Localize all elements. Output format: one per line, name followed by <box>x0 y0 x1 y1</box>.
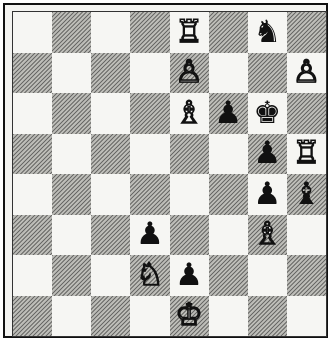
white-rook-e8-icon: ♖ <box>170 12 209 53</box>
square-f1 <box>209 296 248 337</box>
square-g7 <box>248 53 287 94</box>
square-h6 <box>287 93 326 134</box>
square-c2 <box>91 255 130 296</box>
chess-diagram: ♖♞♙♙♗♟♚♟♖♟♝♟♗♘♟♔ <box>3 3 328 338</box>
square-g2 <box>248 255 287 296</box>
black-pawn-g4-icon: ♟ <box>248 174 287 215</box>
square-b5 <box>52 134 91 175</box>
square-a3 <box>13 215 52 256</box>
square-b3 <box>52 215 91 256</box>
square-a5 <box>13 134 52 175</box>
square-c7 <box>91 53 130 94</box>
square-d8 <box>130 12 169 53</box>
black-pawn-d3-icon: ♟ <box>130 215 169 256</box>
square-b4 <box>52 174 91 215</box>
square-c4 <box>91 174 130 215</box>
chess-board: ♖♞♙♙♗♟♚♟♖♟♝♟♗♘♟♔ <box>12 11 327 337</box>
square-f5 <box>209 134 248 175</box>
square-e3 <box>170 215 209 256</box>
square-d7 <box>130 53 169 94</box>
black-king-g6-icon: ♚ <box>248 93 287 134</box>
square-a4 <box>13 174 52 215</box>
square-f2 <box>209 255 248 296</box>
square-a2 <box>13 255 52 296</box>
square-b2 <box>52 255 91 296</box>
square-b8 <box>52 12 91 53</box>
square-h3 <box>287 215 326 256</box>
square-b7 <box>52 53 91 94</box>
square-f4 <box>209 174 248 215</box>
square-h8 <box>287 12 326 53</box>
black-pawn-g5-icon: ♟ <box>248 134 287 175</box>
square-b6 <box>52 93 91 134</box>
square-b1 <box>52 296 91 337</box>
square-h1 <box>287 296 326 337</box>
white-bishop-g3-icon: ♗ <box>248 215 287 256</box>
square-a1 <box>13 296 52 337</box>
white-pawn-e7-icon: ♙ <box>170 53 209 94</box>
square-c6 <box>91 93 130 134</box>
square-h2 <box>287 255 326 296</box>
square-g1 <box>248 296 287 337</box>
square-d1 <box>130 296 169 337</box>
square-d4 <box>130 174 169 215</box>
square-f8 <box>209 12 248 53</box>
square-f7 <box>209 53 248 94</box>
white-pawn-h7-icon: ♙ <box>287 53 326 94</box>
white-bishop-e6-icon: ♗ <box>170 93 209 134</box>
square-c3 <box>91 215 130 256</box>
square-e5 <box>170 134 209 175</box>
square-c5 <box>91 134 130 175</box>
square-a8 <box>13 12 52 53</box>
square-d6 <box>130 93 169 134</box>
black-knight-g8-icon: ♞ <box>248 12 287 53</box>
square-a7 <box>13 53 52 94</box>
square-d5 <box>130 134 169 175</box>
square-e4 <box>170 174 209 215</box>
white-king-e1-icon: ♔ <box>170 296 209 337</box>
square-c8 <box>91 12 130 53</box>
black-bishop-h4-icon: ♝ <box>287 174 326 215</box>
square-c1 <box>91 296 130 337</box>
square-f3 <box>209 215 248 256</box>
square-a6 <box>13 93 52 134</box>
white-knight-d2-icon: ♘ <box>130 255 169 296</box>
black-pawn-e2-icon: ♟ <box>170 255 209 296</box>
white-rook-h5-icon: ♖ <box>287 134 326 175</box>
black-pawn-f6-icon: ♟ <box>209 93 248 134</box>
